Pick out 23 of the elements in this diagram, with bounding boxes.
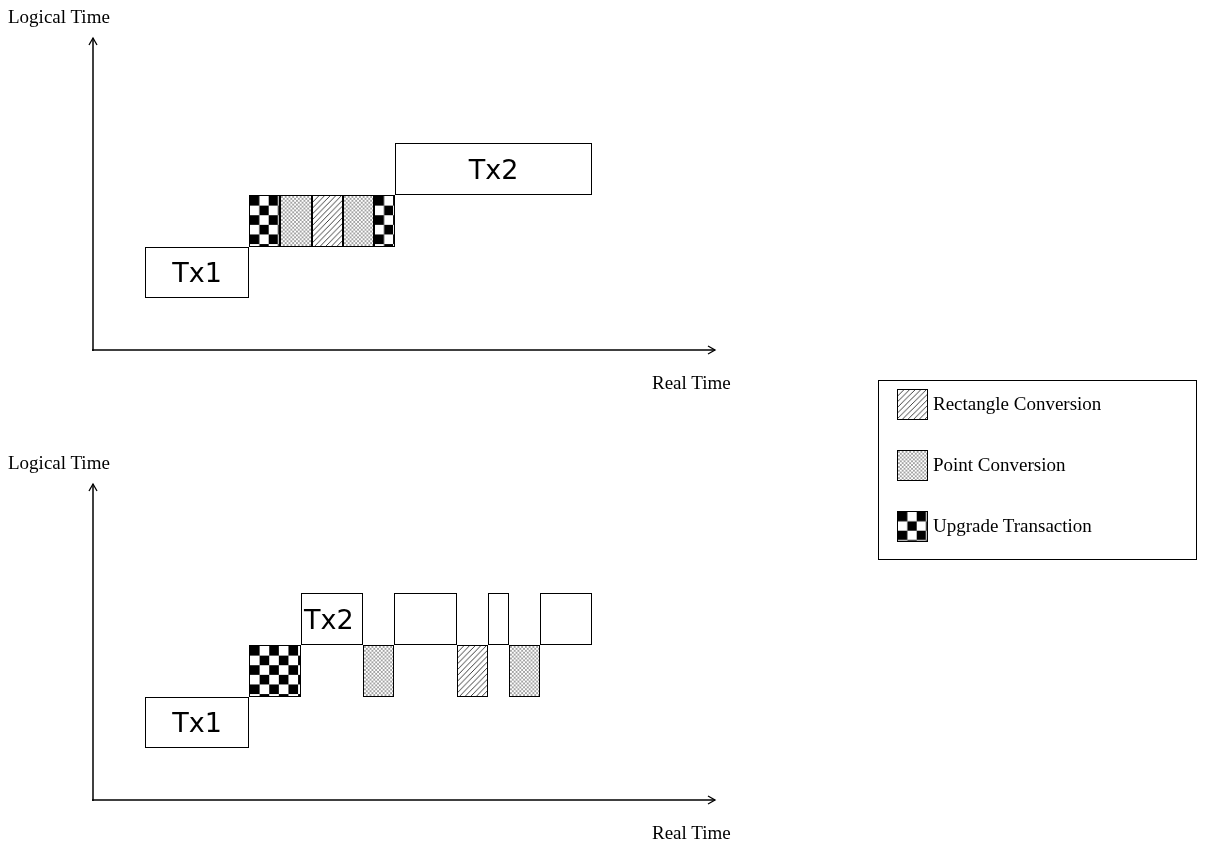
transaction-box: Tx2 <box>301 593 363 645</box>
axis-title: Real Time <box>652 372 731 394</box>
transaction-box: Tx1 <box>145 697 249 748</box>
dotted-block <box>280 195 312 247</box>
dotted-block <box>343 195 374 247</box>
checkered-block <box>249 645 301 697</box>
checkered-block <box>374 195 395 247</box>
dotted-block <box>509 645 540 697</box>
legend-label: Upgrade Transaction <box>933 515 1092 537</box>
transaction-box: Tx2 <box>395 143 592 195</box>
axis-title: Logical Time <box>8 452 110 474</box>
empty-box <box>394 593 457 645</box>
transaction-box: Tx1 <box>145 247 249 298</box>
legend-label: Point Conversion <box>933 454 1066 476</box>
empty-box <box>540 593 592 645</box>
axis-title: Real Time <box>652 822 731 844</box>
empty-box <box>488 593 509 645</box>
hatched-block <box>312 195 343 247</box>
hatched-block <box>457 645 488 697</box>
checkered-block <box>249 195 280 247</box>
legend-label: Rectangle Conversion <box>933 393 1102 415</box>
axis-title: Logical Time <box>8 6 110 28</box>
dotted-block <box>363 645 394 697</box>
